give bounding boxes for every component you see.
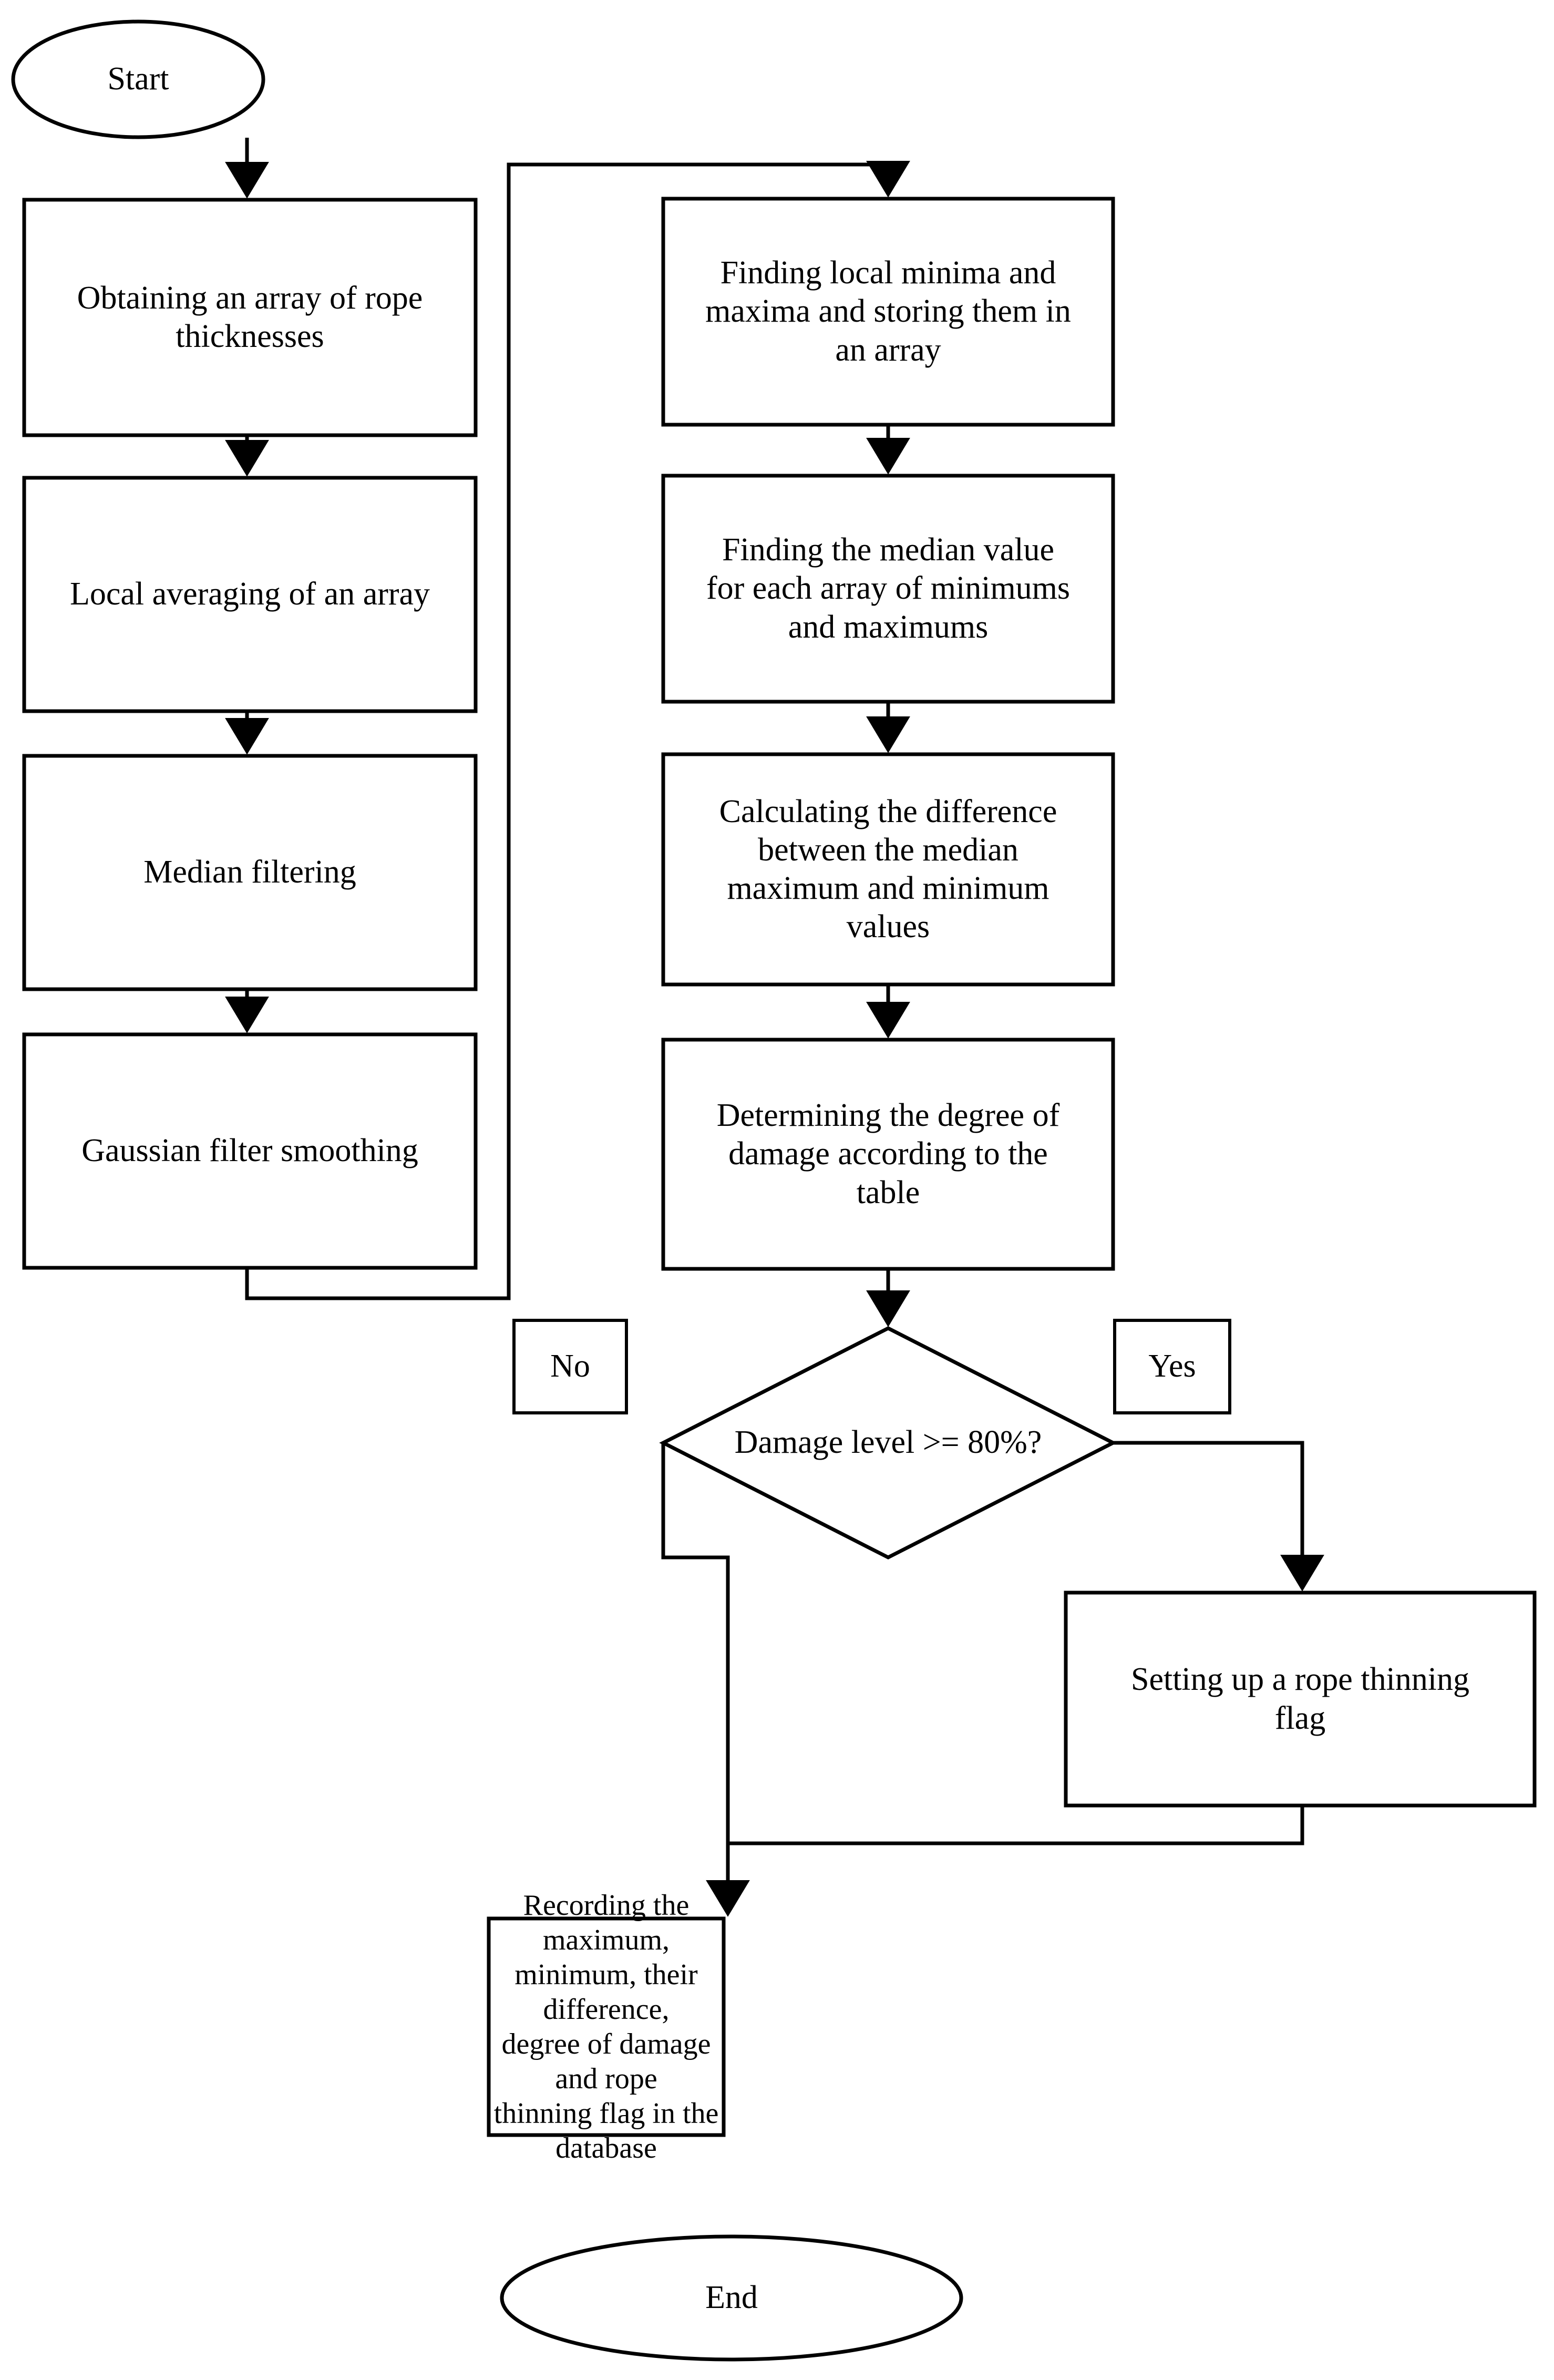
shape-set-flag[interactable] bbox=[1064, 1591, 1537, 1808]
shape-obtaining[interactable] bbox=[22, 198, 478, 437]
shape-gaussian-filter[interactable] bbox=[22, 1032, 478, 1270]
shape-find-extrema[interactable] bbox=[661, 197, 1115, 427]
shape-recording[interactable] bbox=[487, 1916, 726, 2137]
shape-determine-degree[interactable] bbox=[661, 1038, 1115, 1271]
connector-set-flag-to-recording bbox=[728, 1805, 1304, 1845]
connector-decision-yes-to-set-flag bbox=[1113, 1441, 1324, 1592]
shape-find-median[interactable] bbox=[661, 474, 1115, 704]
shape-calc-difference[interactable] bbox=[661, 752, 1115, 987]
shape-yes-label-box[interactable] bbox=[1113, 1319, 1231, 1414]
connector-gaussian-to-find-extrema bbox=[245, 160, 910, 1300]
shape-no-label-box[interactable] bbox=[512, 1319, 628, 1414]
shape-median-filtering[interactable] bbox=[22, 754, 478, 991]
shape-local-averaging[interactable] bbox=[22, 476, 478, 713]
shape-decision-diamond[interactable] bbox=[659, 1326, 1117, 1560]
shape-end[interactable] bbox=[500, 2234, 963, 2362]
connector-decision-no-to-recording bbox=[661, 1443, 750, 1917]
shape-start[interactable] bbox=[11, 19, 265, 139]
